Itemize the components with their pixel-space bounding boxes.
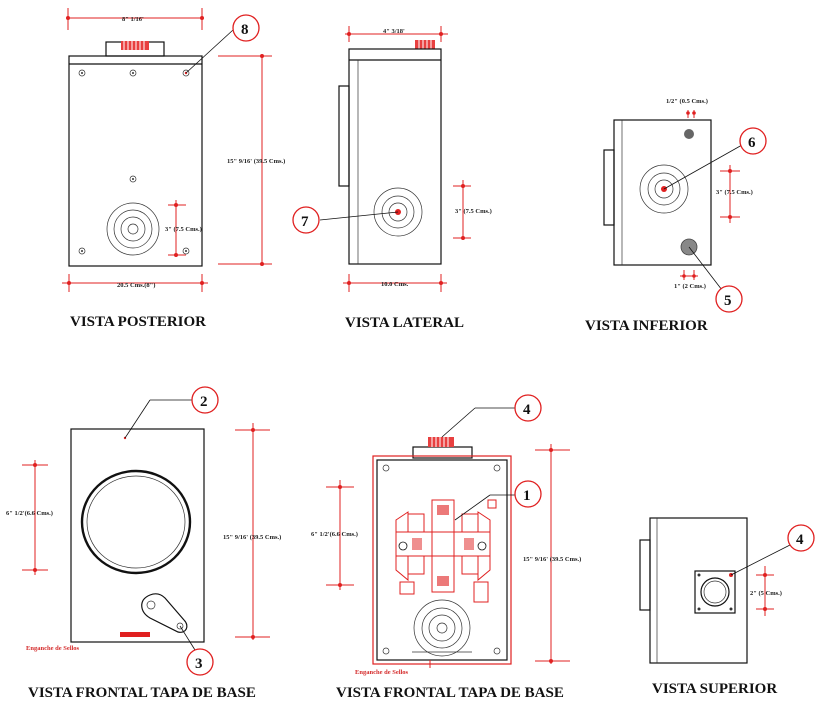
callout-6: 6	[663, 127, 767, 190]
dim-label-bottom: 20.5 Cms.(8")	[117, 282, 155, 289]
base-inner	[376, 459, 508, 661]
callout-number: 1	[523, 488, 531, 504]
enclosure-side	[348, 48, 442, 265]
dimension-depth-top: 4" 3/18'	[345, 26, 448, 42]
view-title-lateral: VISTA LATERAL	[345, 315, 464, 331]
latch-handle	[141, 593, 188, 633]
view-title-posterior: VISTA POSTERIOR	[70, 314, 206, 330]
connector-teeth	[121, 41, 149, 50]
dim-label-height: 15" 9/16' (39.5 Cms.)	[223, 534, 281, 541]
dimension-width-bottom: 20.5 Cms.(8")	[62, 274, 208, 292]
callout-4: 4	[441, 394, 542, 438]
callout-5: 5	[688, 246, 743, 313]
connector-teeth	[428, 437, 454, 447]
view-posterior: 8" 1/16'	[62, 8, 285, 330]
cover-profile	[603, 149, 615, 226]
callout-1: 1	[454, 480, 542, 521]
cover-hinge-profile	[338, 85, 350, 187]
callout-3: 3	[179, 625, 214, 676]
meter-window	[80, 469, 192, 575]
dimension-hub: 3" (7.5 Cms.)	[165, 200, 202, 257]
dimension-height: 15" 9/16' (39.5 Cms.)	[523, 444, 581, 664]
callout-number: 5	[724, 293, 732, 309]
dim-label-bottom: 1" (2 Cms.)	[674, 283, 706, 290]
seal-label: Enganche de Sellos	[26, 645, 80, 652]
enclosure-body	[68, 55, 203, 267]
bottom-knockout	[639, 164, 689, 214]
dimension-height: 15" 9/16' (39.5 Cms.)	[218, 54, 285, 266]
callout-number: 7	[301, 214, 309, 230]
dimension-top-marks	[686, 110, 696, 118]
dimension-depth-bottom: 10.0 Cms.	[343, 274, 447, 292]
base-outer	[372, 455, 512, 665]
dim-label-window: 6" 1/2'(6.6 Cms.)	[6, 510, 53, 517]
view-frontal-tapa: Enganche de Sellos 6" 1/2'(6.6 Cms.) 15"…	[6, 386, 281, 701]
cover-body	[70, 428, 205, 643]
dimension-window: 6" 1/2'(6.6 Cms.)	[6, 460, 53, 575]
cover-profile	[639, 539, 651, 611]
base-knockout	[413, 599, 471, 657]
dim-label-hub: 3" (7.5 Cms.)	[165, 226, 202, 233]
callout-number: 6	[748, 135, 756, 151]
top-hub-opening	[694, 570, 736, 614]
dim-label-side: 2" (5 Cms.)	[750, 590, 782, 597]
callout-number: 4	[796, 532, 804, 548]
dimension-hub: 3" (7.5 Cms.)	[453, 180, 492, 240]
conduit-knockout	[106, 202, 160, 256]
connector-teeth	[415, 40, 435, 49]
dim-label-socket: 6" 1/2'(6.6 Cms.)	[311, 531, 358, 538]
view-title-frontal-base: VISTA FRONTAL TAPA DE BASE	[336, 685, 564, 701]
view-lateral: 4" 3/18' 3" (7.5 Cms.)	[292, 26, 492, 331]
small-knockout	[684, 129, 694, 139]
view-inferior: 1/2" (0.5 Cms.) 3" (7.5 Cms.)	[585, 98, 767, 334]
enclosure-top	[649, 517, 748, 664]
callout-8: 8	[185, 14, 260, 74]
callout-2: 2	[124, 386, 219, 439]
dimension-height: 15" 9/16' (39.5 Cms.)	[223, 423, 281, 640]
dim-label-height: 15" 9/16' (39.5 Cms.)	[227, 158, 285, 165]
view-title-inferior: VISTA INFERIOR	[585, 318, 708, 334]
dim-label-bottom: 10.0 Cms.	[381, 281, 409, 288]
dimension-bottom-marks: 1" (2 Cms.)	[674, 270, 706, 290]
meter-socket-block	[395, 499, 497, 603]
base-mounting-holes	[382, 464, 501, 655]
view-superior: 2" (5 Cms.) 4 VISTA SUPERIOR	[639, 517, 815, 697]
seal-label: Enganche de Sellos	[355, 669, 409, 676]
dim-label-top: 1/2" (0.5 Cms.)	[666, 98, 708, 105]
dim-label-depth: 4" 3/18'	[383, 28, 405, 35]
callout-7: 7	[292, 206, 399, 234]
view-title-superior: VISTA SUPERIOR	[652, 681, 777, 697]
dim-label-width: 8" 1/16'	[122, 16, 144, 23]
dimension-side: 2" (5 Cms.)	[750, 566, 782, 616]
view-title-frontal-tapa: VISTA FRONTAL TAPA DE BASE	[28, 685, 256, 701]
dim-label-hub: 3" (7.5 Cms.)	[455, 208, 492, 215]
mounting-holes	[78, 69, 190, 255]
dimension-socket: 6" 1/2'(6.6 Cms.)	[311, 480, 358, 590]
side-knockout	[373, 187, 423, 237]
callout-4-top: 4	[730, 524, 815, 576]
callout-number: 3	[195, 656, 203, 672]
callout-number: 2	[200, 394, 208, 410]
dimension-width-top: 8" 1/16'	[66, 8, 204, 30]
dimension-side: 3" (7.5 Cms.)	[716, 165, 753, 223]
view-frontal-base: Enganche de Sellos 6" 1/2'(6.6 Cms.) 15"…	[311, 394, 581, 701]
dim-label-side: 3" (7.5 Cms.)	[716, 189, 753, 196]
dim-label-height: 15" 9/16' (39.5 Cms.)	[523, 556, 581, 563]
callout-number: 4	[523, 402, 531, 418]
callout-number: 8	[241, 22, 249, 38]
seal-hook	[120, 632, 150, 637]
